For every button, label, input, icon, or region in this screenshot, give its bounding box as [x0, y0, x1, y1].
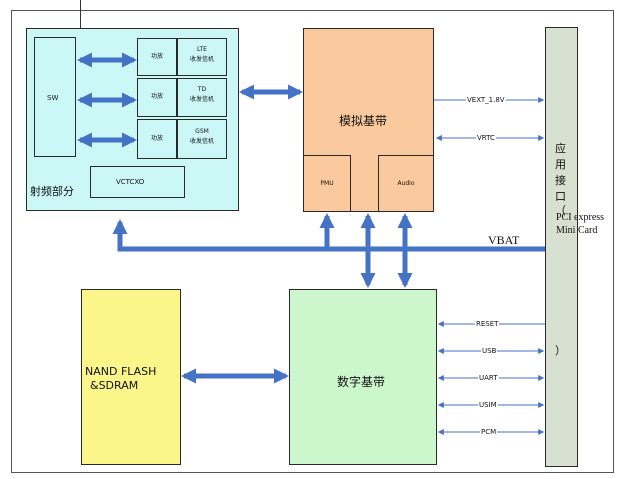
- transceiver-lte-line2: 收发信机: [189, 56, 214, 63]
- transceiver-block-td: [177, 78, 227, 117]
- pa-block-lte: [137, 38, 177, 76]
- vbat-bus: [112, 219, 545, 252]
- pmu-label: PMU: [320, 180, 334, 187]
- pcm-label: PCM: [480, 428, 498, 436]
- digital-baseband-block: [289, 289, 437, 465]
- outer-frame: [11, 10, 614, 473]
- memory-label-line2: &SDRAM: [90, 379, 139, 392]
- pa-block-td: [137, 78, 177, 117]
- analog-baseband-block: [303, 28, 434, 212]
- usb-label: USB: [481, 347, 498, 355]
- vctcxo-label: VCTCXO: [116, 178, 145, 186]
- interface-close-paren: ）: [555, 344, 566, 357]
- top-lead-line: [80, 0, 81, 28]
- rf-region-label: 射频部分: [30, 185, 74, 198]
- interface-column: [545, 27, 578, 467]
- vbat-label: VBAT: [488, 233, 520, 247]
- pa-label-td: 功放: [150, 93, 163, 100]
- sw-label: SW: [47, 94, 59, 102]
- digital-baseband-title: 数字基带: [337, 375, 386, 389]
- pa-label-gsm: 功放: [150, 135, 163, 142]
- audio-label: Audio: [397, 180, 415, 187]
- pa-label-lte: 功放: [150, 53, 163, 60]
- memory-label-line1: NAND FLASH: [85, 365, 157, 378]
- pmu-block: [303, 155, 351, 212]
- transceiver-block-lte: [177, 38, 227, 76]
- interface-char-5: （: [555, 204, 566, 217]
- transceiver-td-line1: TD: [197, 86, 207, 93]
- transceiver-gsm-line1: GSM: [195, 128, 209, 135]
- transceiver-td-line2: 收发信机: [189, 96, 214, 103]
- usim-label: USIM: [478, 401, 498, 409]
- sw-block: [34, 37, 76, 157]
- vctcxo-block: [90, 166, 185, 198]
- audio-block: [378, 155, 434, 212]
- memory-block: [81, 289, 181, 465]
- reset-label: RESET: [475, 320, 500, 328]
- uart-label: UART: [478, 374, 499, 382]
- interface-pci-line2: Mini Card: [556, 225, 598, 236]
- interface-pci-line1: PCI express: [556, 212, 605, 223]
- interface-char-3: 接: [555, 174, 566, 187]
- analog-baseband-title: 模拟基带: [339, 114, 388, 128]
- transceiver-lte-line1: LTE: [197, 46, 207, 53]
- interface-char-4: 口: [555, 190, 566, 203]
- interface-char-1: 应: [555, 142, 566, 155]
- interface-char-2: 用: [555, 158, 566, 171]
- transceiver-gsm-line2: 收发信机: [189, 138, 214, 145]
- transceiver-block-gsm: [177, 119, 227, 159]
- vrtc-label: VRTC: [476, 134, 496, 142]
- pa-block-gsm: [137, 119, 177, 159]
- vext-label: VEXT_1.8V: [466, 96, 506, 104]
